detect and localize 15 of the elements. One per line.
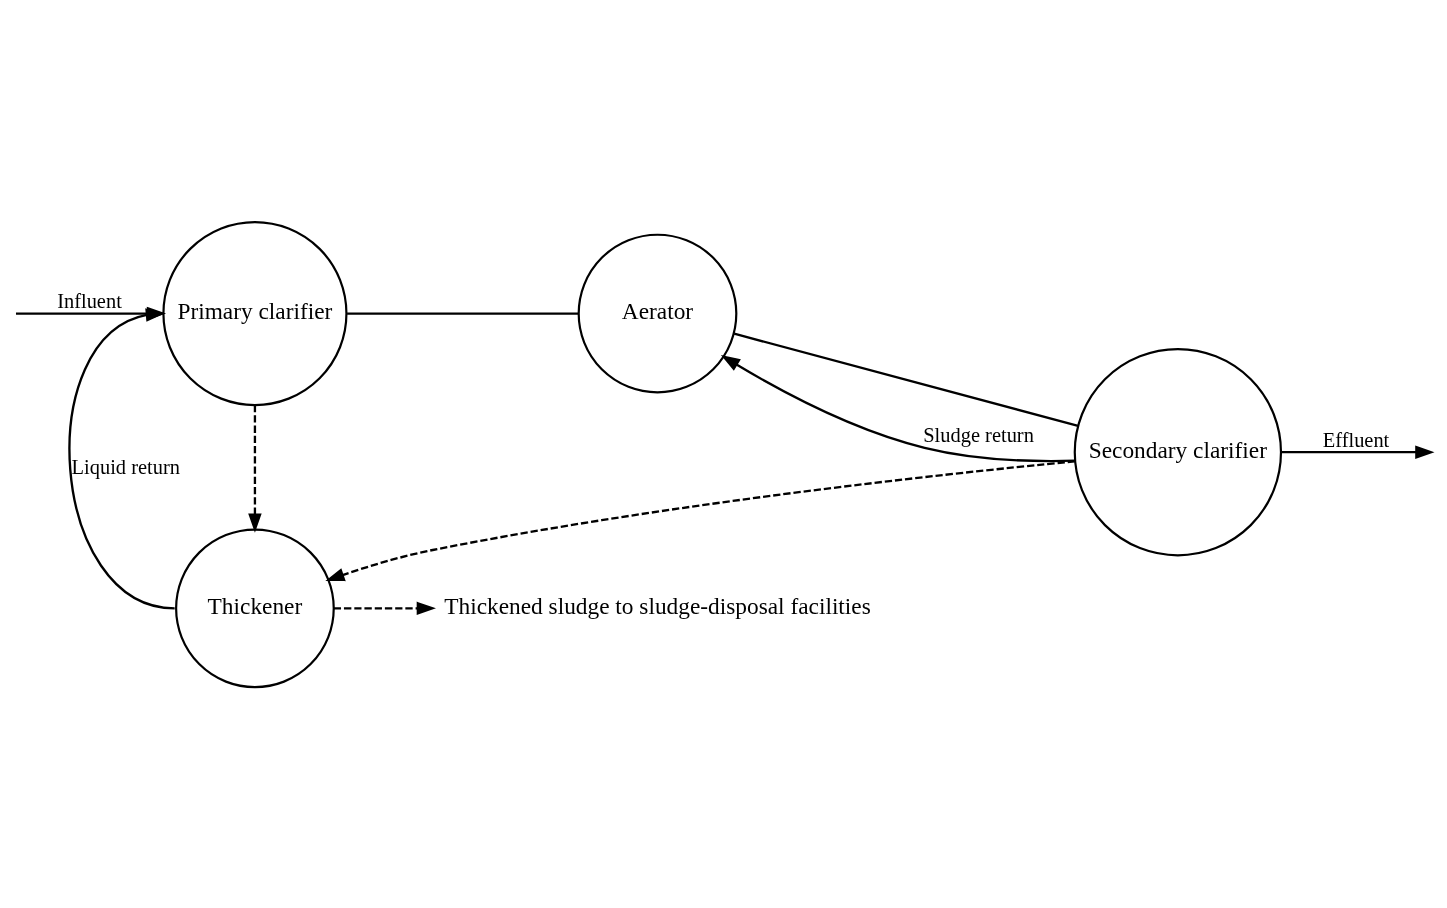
edge-label: Effluent: [1322, 428, 1390, 451]
node-text: Thickened sludge to sludge-disposal facilities: [444, 592, 871, 619]
arrow: [1281, 444, 1435, 459]
edge-label: Sludge return: [923, 423, 1034, 446]
edge-label: Influent: [57, 289, 122, 312]
arrow: [248, 404, 262, 533]
node-circle: Aerator: [577, 233, 738, 393]
node-circle: Secondary clarifier: [1073, 347, 1283, 556]
arrow: [333, 601, 436, 615]
arrow: [325, 459, 1075, 581]
edge-label: Liquid return: [71, 455, 180, 478]
connector: [347, 311, 579, 315]
connector: [733, 332, 1079, 427]
node-circle: Primary clarifier: [162, 220, 348, 406]
node-circle: Thickener: [175, 527, 335, 688]
